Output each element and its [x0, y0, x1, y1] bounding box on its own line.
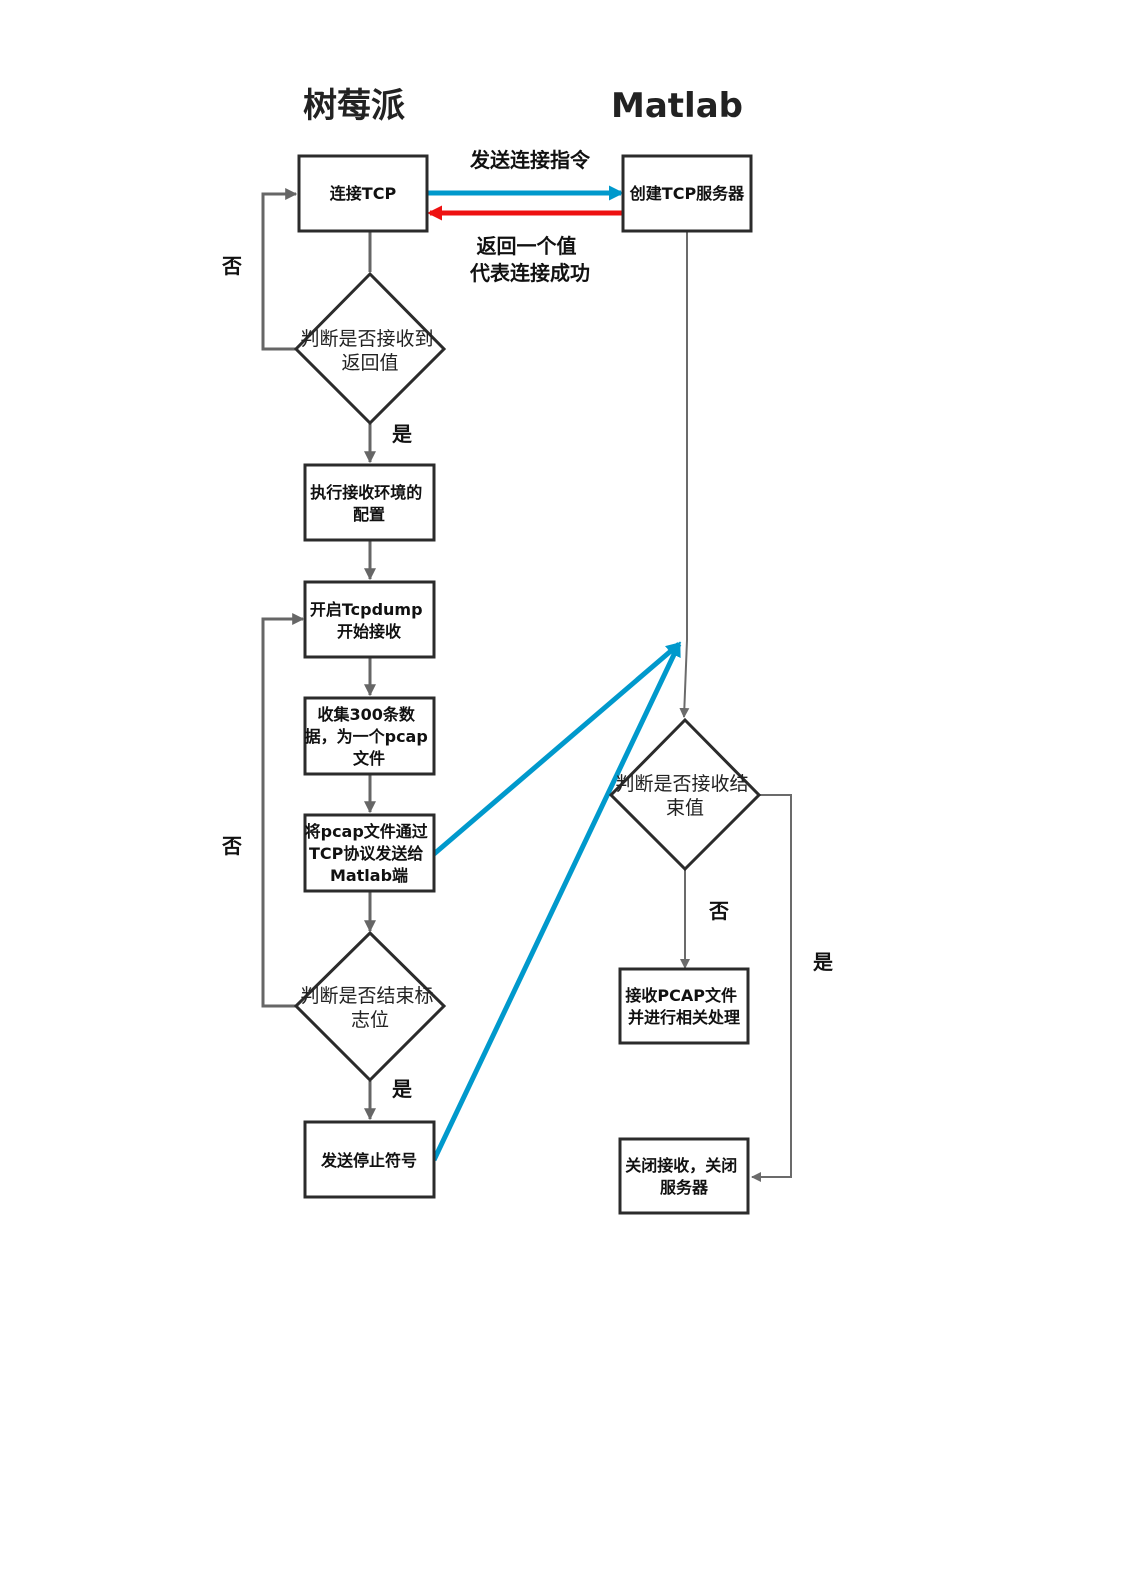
- svg-text:判断是否结束标 志位: 判断是否结束标 志位: [300, 985, 439, 1031]
- decision-check-end-flag-line-1: 判断是否结束标: [300, 985, 433, 1007]
- svg-text:返回一个值 代表连接成功: 返回一个值 代表连接成功: [469, 234, 590, 285]
- svg-text:判断是否接收到 返回值: 判断是否接收到 返回值: [300, 328, 439, 374]
- svg-text:收集300条数 据，为一个pcap: 收集300条数 据，为一个pcap 文件: [305, 705, 434, 768]
- label-no-lower: 否: [221, 834, 242, 858]
- label-no-right: 否: [708, 899, 729, 923]
- node-close-server-line-1: 关闭接收，关闭: [625, 1156, 737, 1175]
- label-yes-right: 是: [812, 950, 833, 974]
- arrow-send-pcap-to-matlab: [432, 642, 682, 856]
- decision-check-return-line-1: 判断是否接收到: [300, 328, 433, 350]
- node-start-tcpdump-line-2: 开始接收: [337, 622, 401, 641]
- svg-text:执行接收环境的 配置: 执行接收环境的 配置: [310, 483, 428, 524]
- arrow-send-stop-to-matlab: [431, 641, 682, 1162]
- node-connect-tcp: 连接TCP: [297, 154, 429, 233]
- node-collect-data-line-1: 收集300条数: [318, 705, 416, 724]
- svg-text:关闭接收，关闭 服务器: 关闭接收，关闭 服务器: [625, 1156, 743, 1197]
- decision-check-end-value: 判断是否接收结 束值: [608, 717, 762, 872]
- decision-check-end-flag: 判断是否结束标 志位: [293, 930, 447, 1083]
- svg-text:判断是否接收结 束值: 判断是否接收结 束值: [615, 773, 754, 819]
- decision-check-return: 判断是否接收到 返回值: [293, 271, 447, 426]
- loop-no-return-value: [261, 188, 298, 351]
- node-send-pcap-line-3: Matlab端: [330, 866, 408, 885]
- loop-no-end-flag: [261, 613, 305, 1008]
- decision-check-end-value-line-2: 束值: [666, 797, 704, 819]
- svg-text:开启Tcpdump 开始接收: 开启Tcpdump 开始接收: [310, 600, 428, 641]
- node-create-server-line-1: 创建TCP服务器: [629, 184, 745, 203]
- node-send-stop: 发送停止符号: [303, 1120, 436, 1199]
- lane-title-raspberry-pi: 树莓派: [303, 86, 405, 126]
- node-start-tcpdump-line-1: 开启Tcpdump: [310, 600, 423, 619]
- node-close-server: 关闭接收，关闭 服务器: [618, 1137, 750, 1215]
- node-send-stop-line-1: 发送停止符号: [320, 1151, 417, 1170]
- node-send-pcap-line-2: TCP协议发送给: [309, 844, 423, 863]
- node-send-pcap: 将pcap文件通过 TCP协议发送给 Matlab端: [303, 813, 436, 893]
- node-create-server: 创建TCP服务器: [621, 154, 753, 233]
- decision-check-return-line-2: 返回值: [341, 352, 398, 374]
- node-collect-data: 收集300条数 据，为一个pcap 文件: [303, 696, 436, 776]
- decision-check-end-value-line-1: 判断是否接收结: [615, 773, 748, 795]
- svg-text:接收PCAP文件 并进行相关处理: 接收PCAP文件 并进行相关处理: [625, 986, 742, 1027]
- decision-check-end-flag-line-2: 志位: [351, 1009, 389, 1031]
- node-config-env-line-2: 配置: [353, 505, 385, 524]
- edge-check-end-to-close: [751, 794, 792, 1182]
- svg-text:发送停止符号: 发送停止符号: [320, 1151, 417, 1170]
- svg-text:创建TCP服务器: 创建TCP服务器: [629, 184, 745, 203]
- svg-text:将pcap文件通过 TCP协议发送给: 将pcap文件通过 TCP协议发送给 Matlab端: [305, 822, 434, 885]
- edge-server-to-check-end: [679, 232, 690, 718]
- label-send-connect-cmd: 发送连接指令: [469, 148, 591, 172]
- node-receive-pcap-line-1: 接收PCAP文件: [625, 986, 737, 1005]
- node-close-server-line-2: 服务器: [660, 1178, 709, 1197]
- label-yes-after-flag: 是: [391, 1077, 412, 1101]
- node-config-env-line-1: 执行接收环境的: [310, 483, 422, 502]
- node-config-env: 执行接收环境的 配置: [303, 463, 436, 542]
- lane-title-matlab: Matlab: [611, 86, 743, 126]
- label-no-upper: 否: [221, 254, 242, 278]
- node-connect-tcp-line-1: 连接TCP: [330, 184, 397, 203]
- label-return-value-line-1: 返回一个值: [477, 234, 577, 258]
- node-send-pcap-line-1: 将pcap文件通过: [305, 822, 428, 841]
- node-start-tcpdump: 开启Tcpdump 开始接收: [303, 580, 436, 659]
- node-collect-data-line-2: 据，为一个pcap: [305, 727, 428, 746]
- node-collect-data-line-3: 文件: [353, 749, 385, 768]
- node-receive-pcap: 接收PCAP文件 并进行相关处理: [618, 967, 750, 1045]
- svg-text:连接TCP: 连接TCP: [330, 184, 397, 203]
- label-return-value-line-2: 代表连接成功: [469, 261, 590, 285]
- label-yes-after-return: 是: [391, 422, 412, 446]
- node-receive-pcap-line-2: 并进行相关处理: [628, 1008, 740, 1027]
